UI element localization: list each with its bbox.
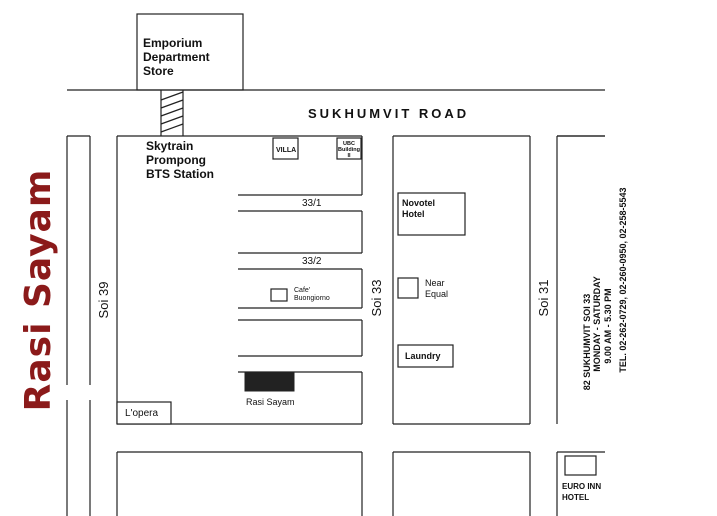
near-equal-label-1: Near — [425, 278, 445, 288]
soi33-label: Soi 33 — [369, 280, 384, 317]
ubc-label-2: Building — [338, 147, 360, 153]
lopera-marker — [116, 401, 172, 425]
lane-33-2-label: 33/2 — [302, 256, 322, 267]
villa-label: VILLA — [276, 147, 296, 154]
contact-hours: 9.00 AM - 5.30 PM — [603, 288, 613, 363]
near-equal-label-2: Equal — [425, 289, 448, 299]
sukhumvit-road-label: SUKHUMVIT ROAD — [308, 106, 469, 121]
emporium-label-2: Department — [143, 50, 210, 64]
euro-inn-label-1: EURO INN — [562, 482, 601, 491]
skytrain-label-2: Prompong — [146, 153, 206, 167]
skytrain-walkway — [160, 90, 184, 136]
novotel-label-2: Hotel — [402, 209, 425, 219]
brand-logo: Rasi Sayam — [18, 169, 59, 412]
euro-inn-marker — [564, 455, 597, 476]
villa-marker — [272, 137, 299, 160]
near-equal-marker — [397, 277, 419, 299]
contact-address: 82 SUKHUMVIT SOI 33 — [582, 294, 592, 391]
ubc-label-3: II — [347, 153, 351, 159]
skytrain-label-1: Skytrain — [146, 139, 193, 153]
contact-info: 82 SUKHUMVIT SOI 33 MONDAY - SATURDAY 9.… — [582, 187, 628, 390]
emporium-label-1: Emporium — [143, 36, 202, 50]
cafe-label-2: Buongiorno — [294, 295, 330, 302]
rasi-sayam-label: Rasi Sayam — [246, 397, 295, 407]
laundry-label: Laundry — [405, 351, 441, 361]
euro-inn-label-2: HOTEL — [562, 493, 589, 502]
emporium-label-3: Store — [143, 64, 174, 78]
novotel-label-1: Novotel — [402, 198, 435, 208]
lopera-label: L'opera — [125, 408, 158, 419]
laundry-marker — [397, 344, 454, 368]
ubc-label-1: UBC — [343, 141, 355, 147]
rasi-sayam-marker — [244, 371, 295, 392]
ubc-building-marker — [336, 137, 362, 160]
brand-logo-text: Rasi Sayam — [18, 169, 59, 412]
soi31-label: Soi 31 — [536, 280, 551, 317]
contact-days: MONDAY - SATURDAY — [592, 276, 602, 372]
cafe-marker — [270, 288, 288, 302]
skytrain-label-3: BTS Station — [146, 167, 214, 181]
contact-tel: TEL. 02-262-0729, 02-260-0950, 02-258-55… — [618, 187, 628, 372]
soi39-label: Soi 39 — [96, 282, 111, 319]
lane-33-1-label: 33/1 — [302, 198, 322, 209]
novotel-marker — [397, 192, 466, 236]
cafe-label-1: Cafe' — [294, 287, 310, 294]
